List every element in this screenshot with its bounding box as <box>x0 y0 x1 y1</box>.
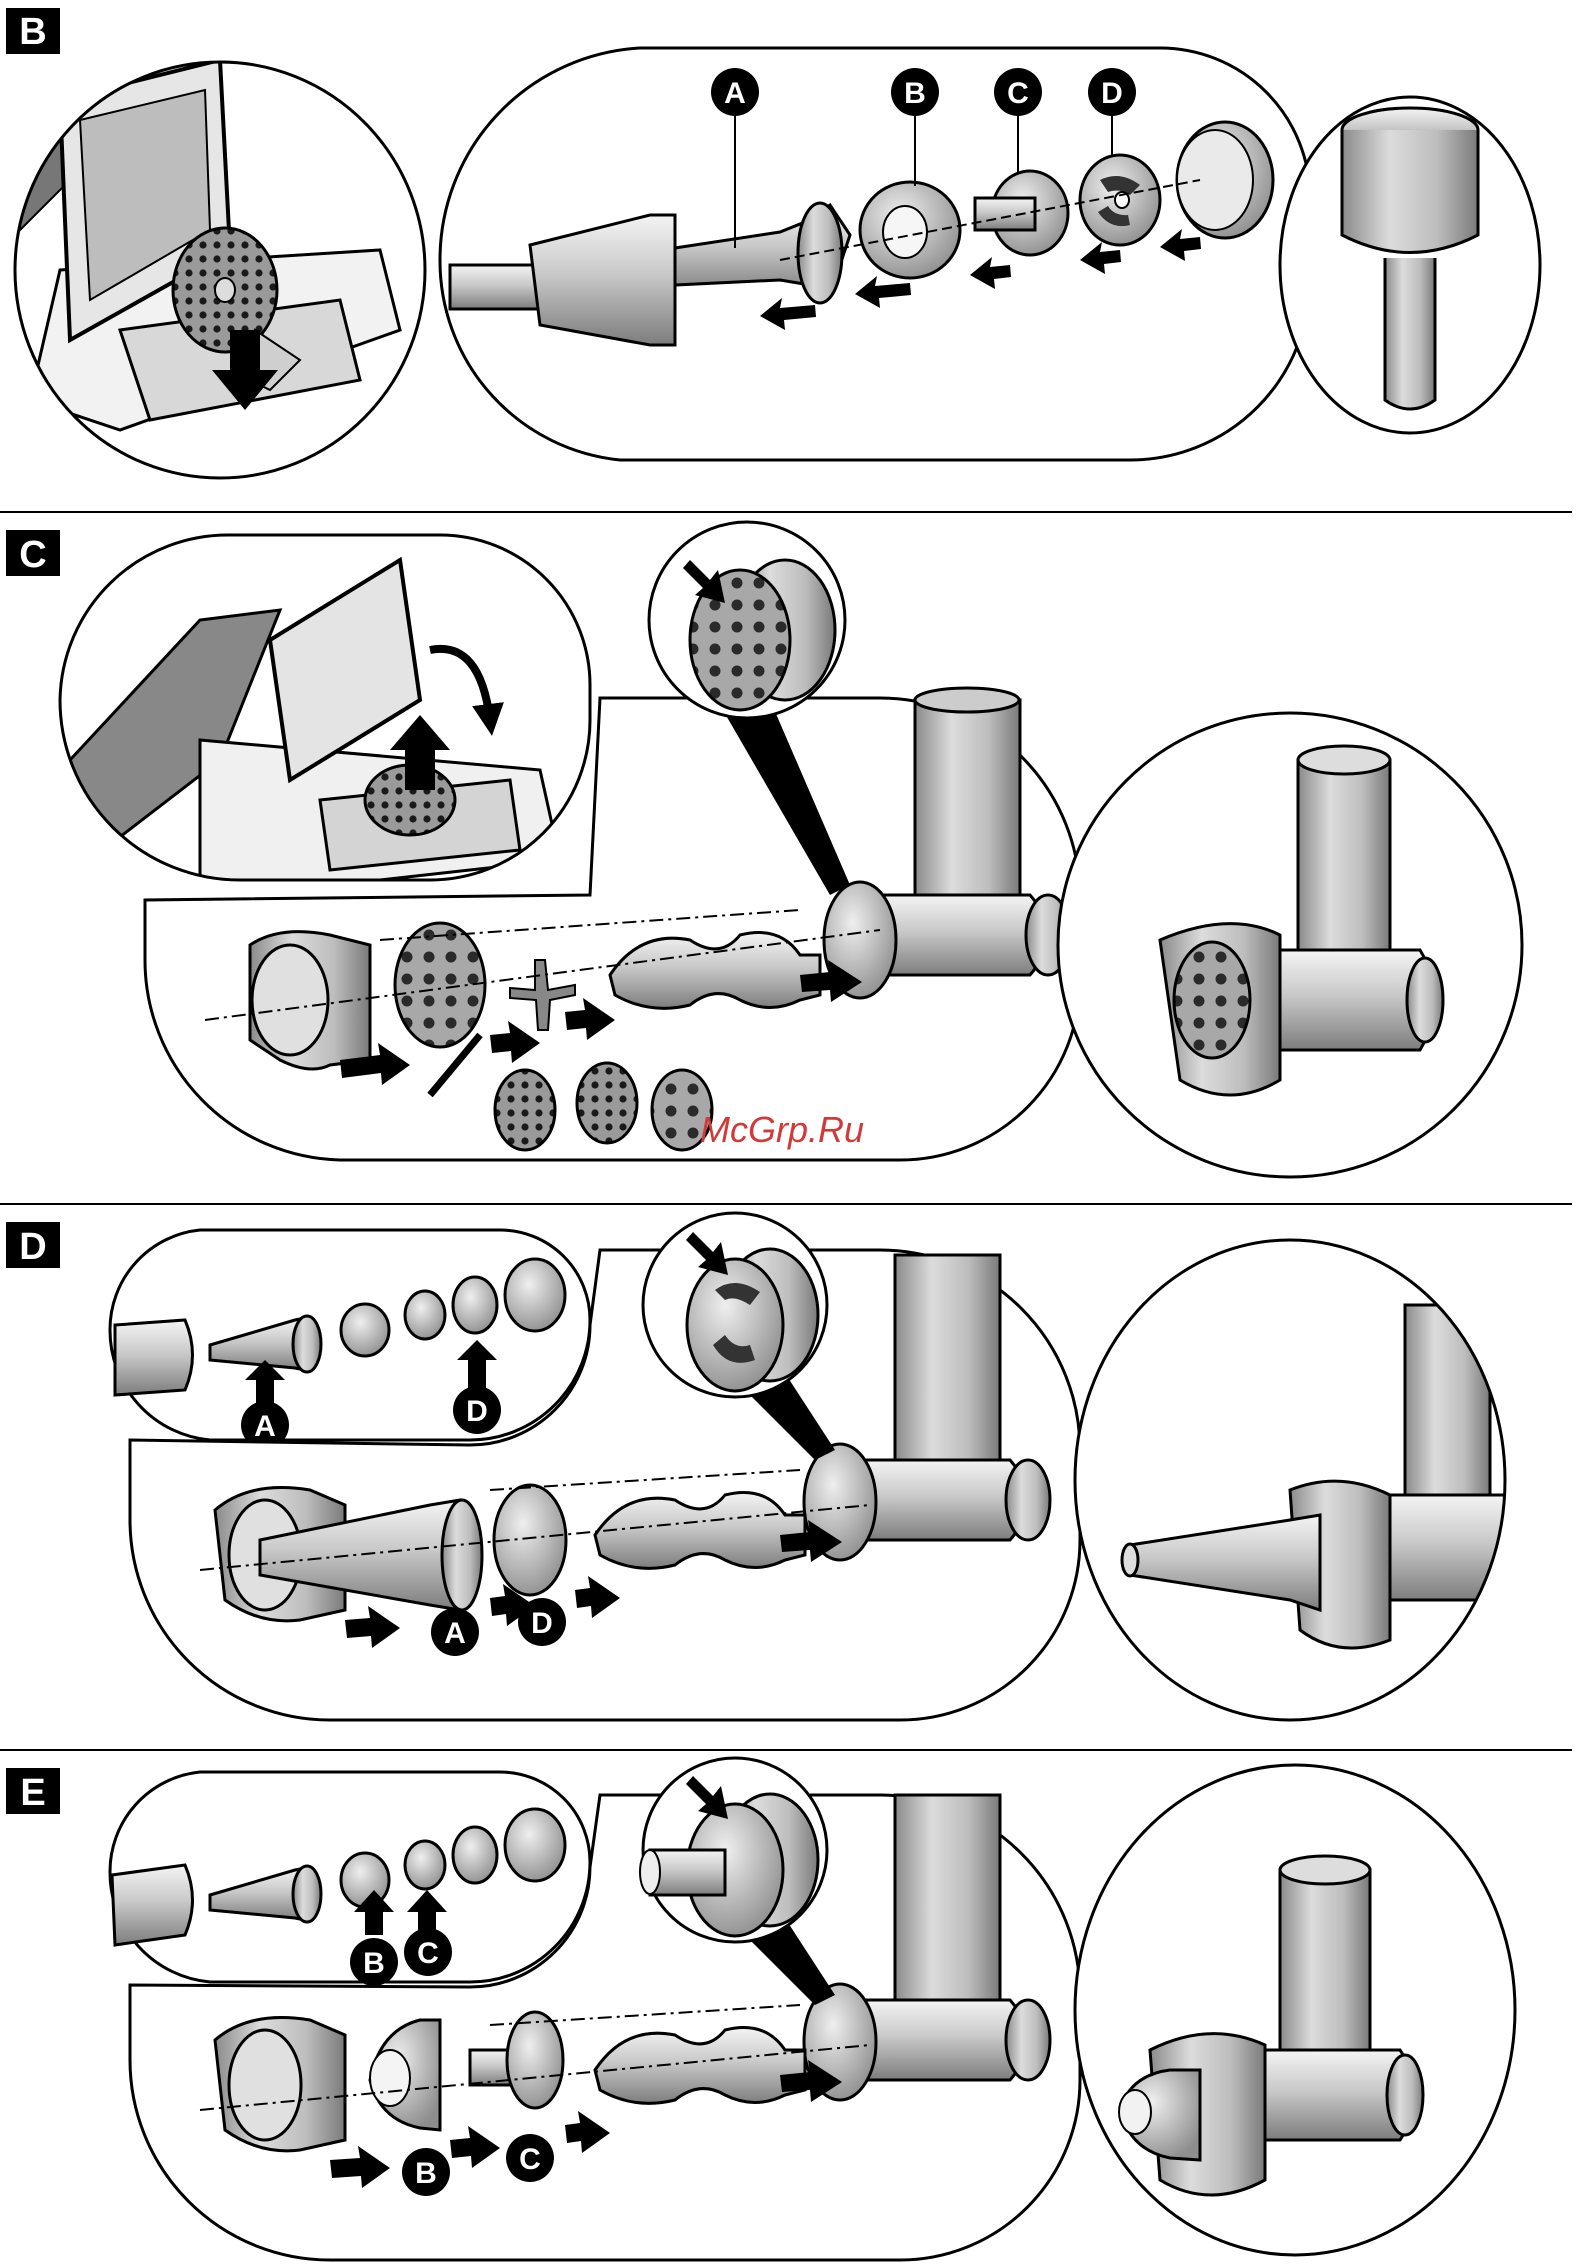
svg-text:D: D <box>531 1607 553 1640</box>
section-letter: E <box>20 1772 45 1814</box>
spare-disc <box>577 1063 637 1143</box>
watermark: McGrp.Ru <box>700 1109 864 1150</box>
callout-c: C <box>994 68 1042 116</box>
svg-text:D: D <box>1101 77 1123 110</box>
exploded-view-abcd: A B C D <box>440 48 1310 460</box>
svg-text:D: D <box>466 1395 488 1428</box>
callout-a: A <box>431 1608 479 1656</box>
callout-d: D <box>1088 68 1136 116</box>
callout-d: D <box>518 1598 566 1646</box>
svg-text:C: C <box>417 1937 439 1970</box>
svg-text:A: A <box>444 1617 466 1650</box>
callout-a: A <box>711 68 759 116</box>
svg-text:A: A <box>254 1410 276 1443</box>
section-letter: C <box>19 534 46 576</box>
section-e: E B C <box>6 1758 1515 2260</box>
shaped-nozzle-result-view <box>1075 1765 1515 2255</box>
section-c: C <box>6 522 1522 1177</box>
callout-b: B <box>891 68 939 116</box>
section-letter: B <box>19 11 46 53</box>
perforated-disc <box>395 923 485 1047</box>
disc-insertion-view <box>0 60 440 480</box>
svg-text:B: B <box>904 77 926 110</box>
callout-b: B <box>350 1938 398 1986</box>
callout-c: C <box>506 2134 554 2182</box>
sausage-parts-inset: A D <box>110 1230 590 1449</box>
svg-text:B: B <box>415 2157 437 2190</box>
disc-removal-view <box>50 530 610 900</box>
spare-disc <box>495 1070 555 1150</box>
part-c <box>507 2012 563 2108</box>
callout-c: C <box>404 1928 452 1976</box>
svg-text:B: B <box>363 1947 385 1980</box>
food-pusher-view <box>1280 97 1540 433</box>
section-b: B <box>0 8 1540 480</box>
assembled-result-view <box>1058 713 1522 1177</box>
sausage-result-view <box>1070 1240 1510 1720</box>
part-c-inset <box>405 1841 445 1889</box>
section-d: D A D <box>6 1213 1510 1720</box>
callout-d: D <box>453 1386 501 1434</box>
callout-b: B <box>402 2148 450 2196</box>
svg-text:C: C <box>1007 77 1029 110</box>
svg-text:A: A <box>724 77 746 110</box>
part-d-inset <box>453 1277 497 1333</box>
shaped-nozzle-parts-inset: B C <box>110 1772 590 1986</box>
svg-text:C: C <box>519 2143 541 2176</box>
section-letter: D <box>19 1226 46 1268</box>
